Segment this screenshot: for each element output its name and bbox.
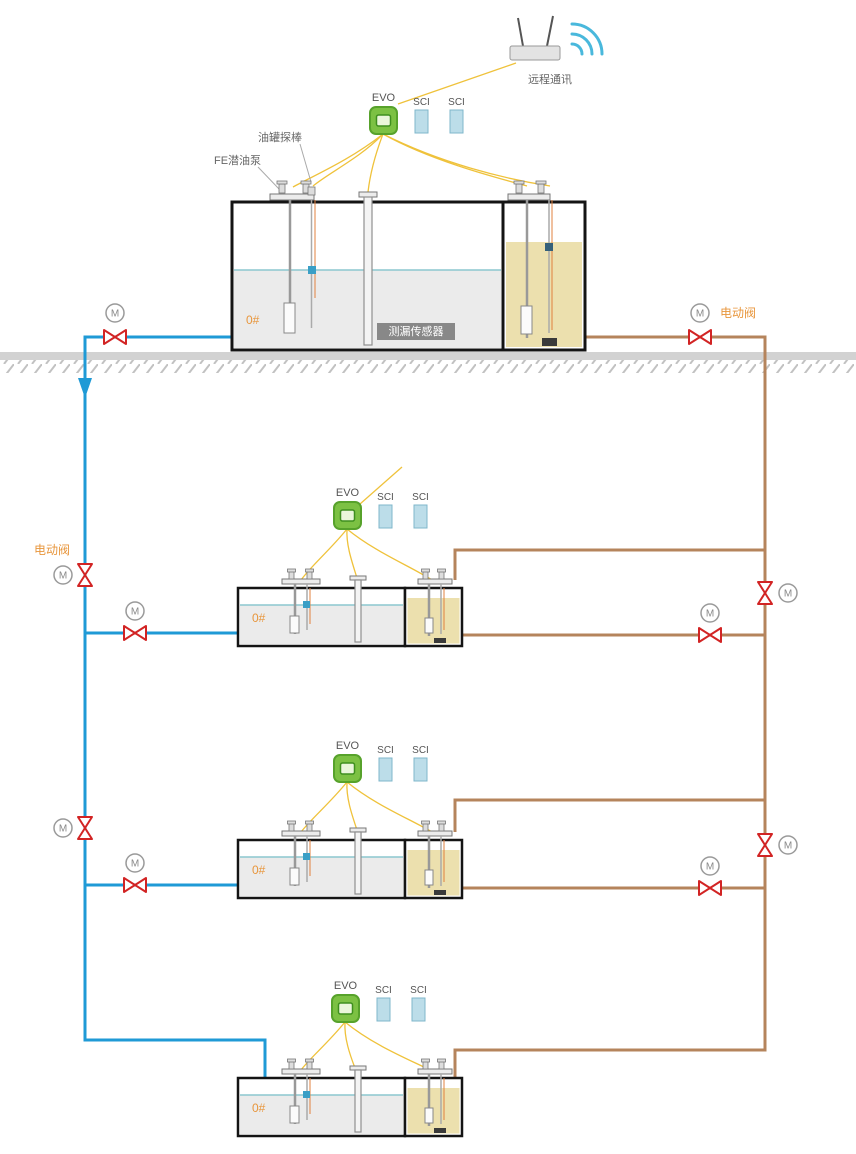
fe-pump-label: FE潜油泵 [214,153,261,167]
sci-label: SCI [377,492,394,503]
return-pipe-main [453,335,767,1078]
evo-label: EVO [336,487,360,499]
tank-grade-label: 0# [246,313,260,327]
probe-float-icon [308,266,316,274]
motor-label: M [59,824,67,835]
sci-label: SCI [410,985,427,996]
return-pipe-branch-2-top [453,798,765,832]
motor-label: M [706,862,714,873]
motor-label: M [784,589,792,600]
return-pipe-network [453,335,767,1078]
tank-grade-label: 0# [252,1101,266,1115]
tank-grade-label: 0# [252,611,266,625]
motor-label: M [131,859,139,870]
tank-grade-label: 0# [252,863,266,877]
router-body-icon [509,45,561,61]
tank-station-2: 0# [236,567,464,648]
supply-pipe-network [78,335,267,1078]
motor-label: M [111,309,119,320]
sci-label: SCI [448,97,465,108]
motor-valve-supply-branch-2: M [123,853,147,893]
sci-label: SCI [412,745,429,756]
sci-label: SCI [377,745,394,756]
sci-label: SCI [412,492,429,503]
signal-wires-station-4 [300,1021,431,1071]
remote-comm-label: 远程通讯 [528,73,572,86]
motor-valve-return-riser-2: M [757,833,798,857]
motor-label: M [59,571,67,582]
evo-unit-station-4: EVO SCI SCI [331,980,427,1023]
motor-valve-supply-station-1: M [103,303,127,345]
tank-probe-label: 油罐探棒 [258,130,302,144]
electric-valve-label: 电动阀 [720,306,756,320]
motor-label: M [696,309,704,320]
motor-valve-return-riser-1: M [757,581,798,605]
supply-pipe-main [83,335,267,1078]
signal-wires-station-1 [292,62,551,193]
evo-unit-station-1: EVO SCI SCI [369,92,465,135]
motor-valve-supply-riser-1: 电动阀 M [34,543,93,587]
signal-wires-station-3 [300,781,433,833]
tank-probe-callout: 油罐探棒 [258,130,312,183]
antenna-left-icon [517,17,524,47]
leak-sensor-tube-icon [363,196,373,346]
remote-comm-router: 远程通讯 [509,15,604,86]
motor-label: M [706,609,714,620]
sci-label: SCI [375,985,392,996]
evo-label: EVO [334,980,358,992]
tank-station-4: 0# [236,1057,464,1138]
flow-arrow-down-icon [78,378,92,398]
motor-valve-return-branch-1: M [698,603,722,643]
fe-pump-callout: FE潜油泵 [214,153,281,191]
return-pipe-branch-1-top [453,548,765,580]
evo-label: EVO [336,740,360,752]
leak-sensor-label-bg [377,323,455,340]
submersible-pump-icon [283,302,296,334]
ground-line [0,352,856,373]
evo-label: EVO [372,92,396,104]
sci-label: SCI [413,97,430,108]
motor-label: M [131,607,139,618]
motor-valve-return-branch-2: M [698,856,722,896]
wifi-waves-icon [570,22,604,56]
tank-station-3: 0# [236,819,464,900]
leak-sensor-label: 测漏传感器 [389,325,444,338]
motor-valve-supply-riser-2: M [53,816,93,840]
antenna-right-icon [546,15,554,47]
evo-unit-station-3: EVO SCI SCI [333,740,429,783]
motor-label: M [784,841,792,852]
motor-valve-return-station-1: M 电动阀 [688,303,756,345]
motor-valve-supply-branch-1: M [123,601,147,641]
electric-valve-label: 电动阀 [34,543,70,557]
evo-unit-station-2: EVO SCI SCI [333,487,429,530]
tank-station-1: 0# 测漏传感器 [230,180,587,352]
signal-wires-station-2 [300,466,433,581]
